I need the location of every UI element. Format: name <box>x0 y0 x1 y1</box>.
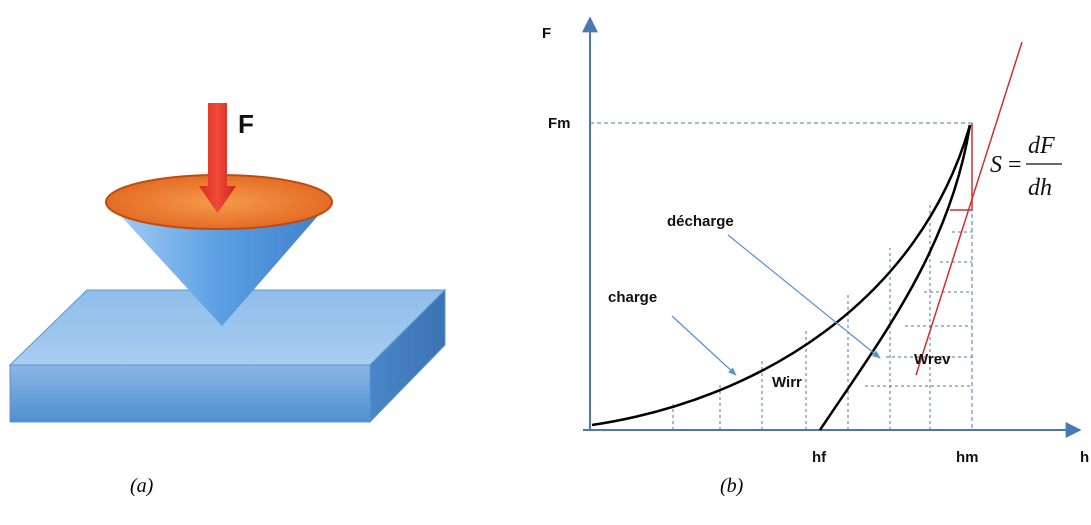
sample-block-side <box>369 288 446 424</box>
wrev-label: Wrev <box>914 351 951 368</box>
formula-numerator: dF <box>1028 133 1055 159</box>
charge-label: charge <box>608 289 657 306</box>
fm-label: Fm <box>548 115 571 132</box>
formula-equals: = <box>1008 152 1022 178</box>
force-label: F <box>238 109 254 139</box>
wirr-hatching <box>672 205 931 430</box>
panel-b-load-displacement-curve: F h Fm hf hm charge décharge Wirr Wrev S… <box>542 16 1089 466</box>
wrev-hatching <box>865 231 972 387</box>
formula-lhs: S <box>990 152 1002 178</box>
caption-b: (b) <box>720 475 744 497</box>
sample-block-front <box>9 364 371 423</box>
slope-triangle <box>950 123 973 211</box>
wirr-label: Wirr <box>772 374 802 391</box>
force-arrow <box>199 103 236 213</box>
formula-denominator: dh <box>1028 175 1052 201</box>
charge-leader-arrow <box>671 315 737 376</box>
indenter-cone <box>108 202 330 326</box>
x-axis-label: h <box>1080 449 1089 466</box>
decharge-leader-arrow <box>727 234 881 359</box>
stiffness-formula: S = dF dh <box>990 133 1062 201</box>
panel-a-indentation-sketch: F <box>8 103 447 424</box>
y-axis-label: F <box>542 25 551 42</box>
hm-label: hm <box>956 449 979 466</box>
loading-curve <box>591 124 972 427</box>
caption-a: (a) <box>130 475 154 497</box>
hf-label: hf <box>812 449 827 466</box>
decharge-label: décharge <box>667 213 734 230</box>
unloading-curve <box>818 124 972 431</box>
tangent-line <box>915 41 1023 376</box>
